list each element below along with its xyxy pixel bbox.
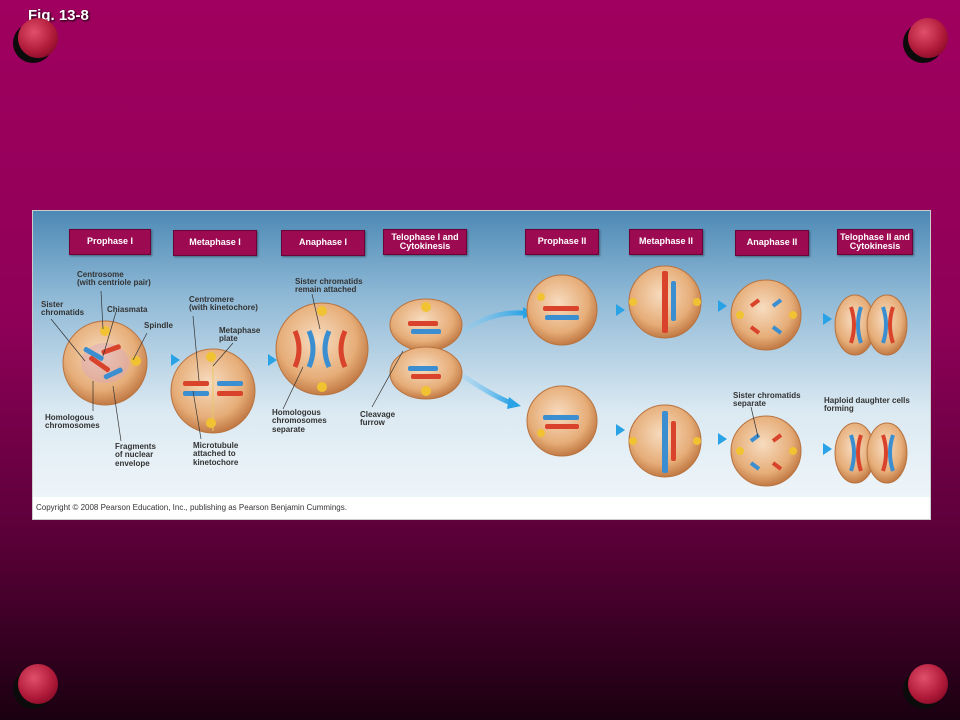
label-cleavage-furrow: Cleavage furrow — [360, 410, 396, 428]
cell-anaphase-2-bottom — [730, 415, 802, 487]
label-spindle: Spindle — [144, 321, 173, 330]
label-chiasmata: Chiasmata — [107, 305, 148, 314]
flow-arrows — [151, 300, 832, 455]
corner-bullet-bottom-left — [18, 664, 58, 704]
label-homologous-chromosomes: Homologous chromosomes — [45, 413, 100, 431]
copyright-text: Copyright © 2008 Pearson Education, Inc.… — [36, 503, 347, 512]
tab-anaphase-2: Anaphase II — [735, 230, 809, 256]
cell-anaphase-1 — [275, 302, 369, 396]
cell-telophase-2-top — [834, 294, 908, 356]
meiosis-figure-panel: Prophase I Metaphase I Anaphase I Teloph… — [32, 210, 931, 520]
label-fragments-nuclear-envelope: Fragments of nuclear envelope — [115, 442, 156, 468]
label-sister-chromatids-attached: Sister chromatids remain attached — [295, 277, 363, 295]
label-centromere: Centromere (with kinetochore) — [189, 295, 258, 313]
leader-lines — [50, 290, 759, 442]
tab-anaphase-1: Anaphase I — [281, 230, 365, 256]
tab-metaphase-2: Metaphase II — [629, 229, 703, 255]
tab-metaphase-1: Metaphase I — [173, 230, 257, 256]
corner-bullet-top-left — [18, 18, 58, 58]
cell-metaphase-2-bottom — [628, 404, 702, 478]
cell-telophase-1 — [389, 298, 463, 400]
cell-prophase-2-top — [526, 274, 598, 346]
label-sister-chromatids-separate: Sister chromatids separate — [733, 391, 801, 409]
label-metaphase-plate: Metaphase plate — [219, 326, 261, 344]
cell-prophase-1 — [62, 320, 148, 406]
corner-bullet-top-right — [908, 18, 948, 58]
label-haploid-forming: Haploid daughter cells forming — [824, 396, 910, 414]
corner-bullet-bottom-right — [908, 664, 948, 704]
cell-metaphase-1 — [170, 348, 256, 434]
tab-telophase-2: Telophase II and Cytokinesis — [837, 229, 913, 255]
cell-anaphase-2-top — [730, 279, 802, 351]
label-centrosome: Centrosome (with centriole pair) — [77, 270, 151, 288]
label-homologous-separate: Homologous chromosomes separate — [272, 408, 327, 434]
diagram-stage — [33, 211, 930, 497]
tab-prophase-2: Prophase II — [525, 229, 599, 255]
cell-prophase-2-bottom — [526, 385, 598, 457]
tab-telophase-1: Telophase I and Cytokinesis — [383, 229, 467, 255]
cell-telophase-2-bottom — [834, 422, 908, 484]
meiosis-diagram — [50, 265, 908, 487]
cell-metaphase-2-top — [628, 265, 702, 339]
label-sister-chromatids: Sister chromatids — [41, 300, 85, 318]
tab-prophase-1: Prophase I — [69, 229, 151, 255]
label-microtubule: Microtubule attached to kinetochore — [193, 441, 239, 467]
